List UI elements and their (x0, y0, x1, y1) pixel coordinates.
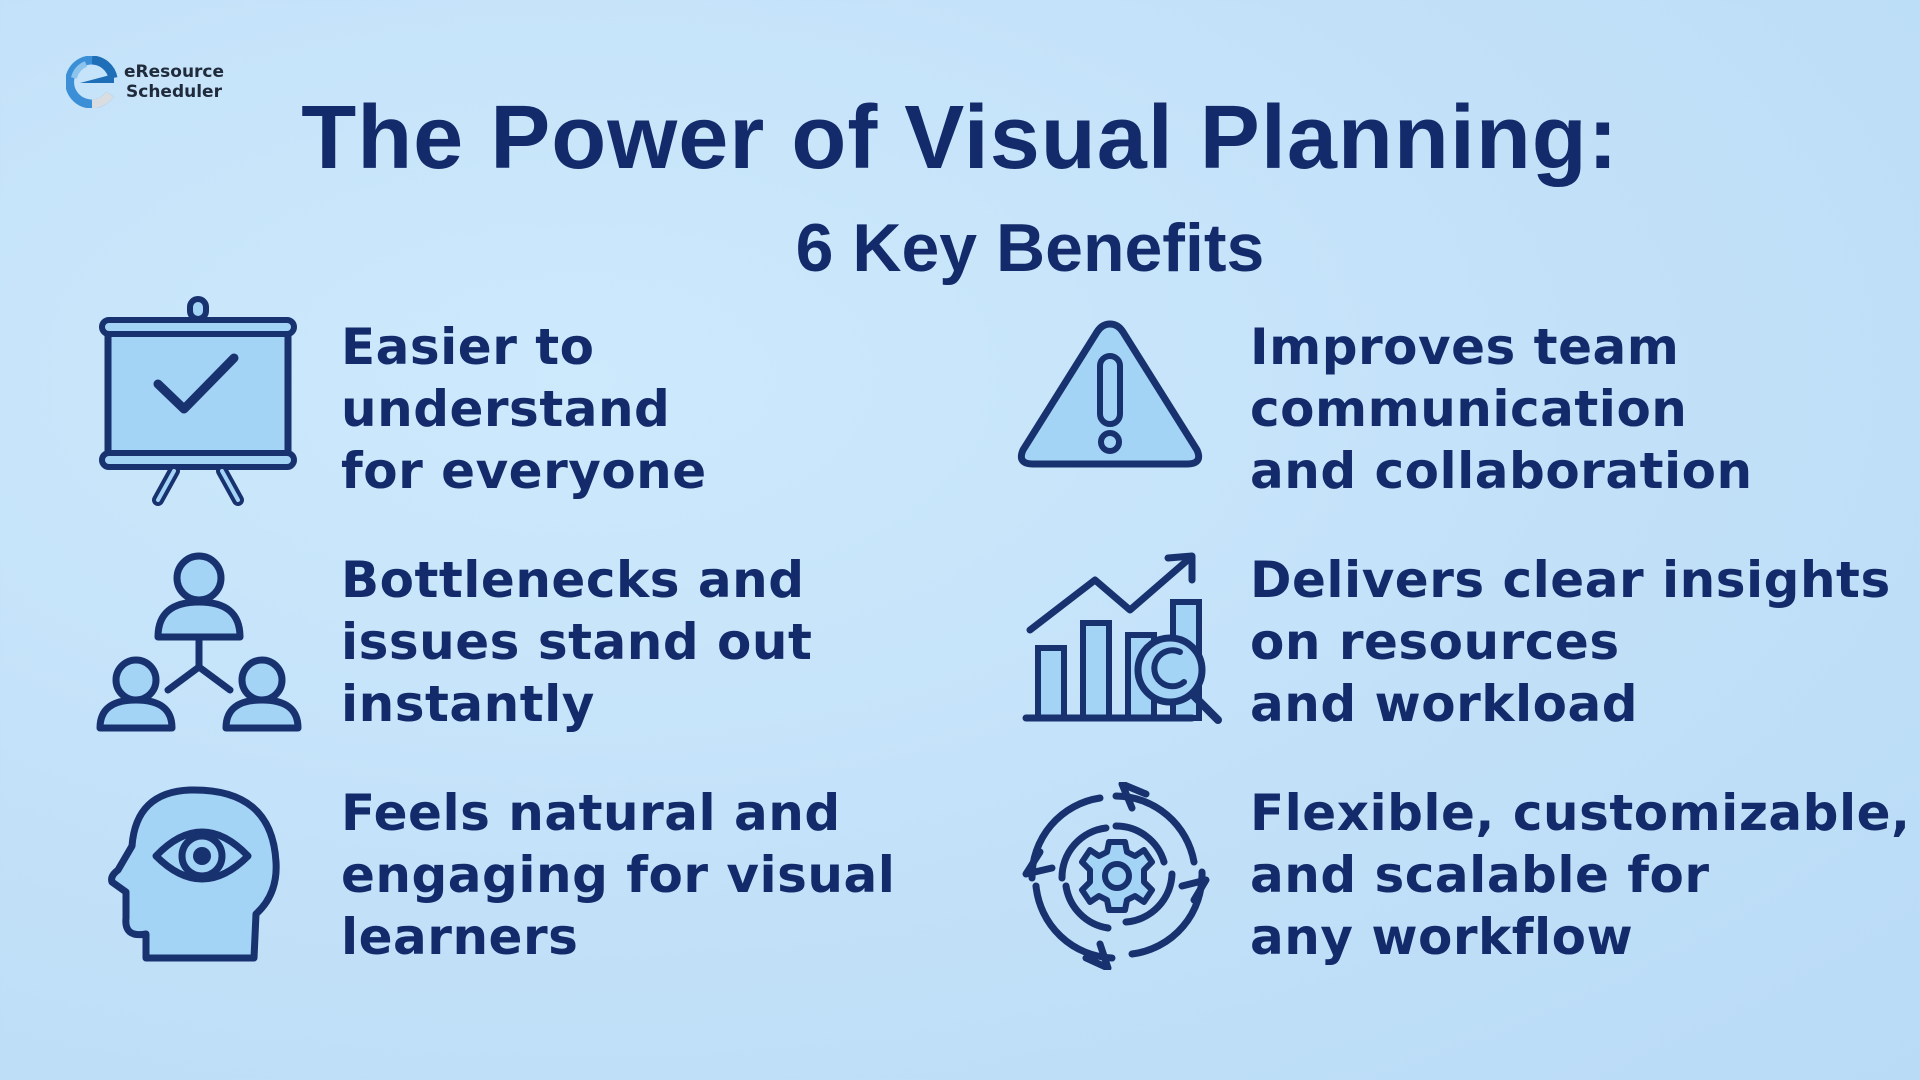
page-subtitle: 6 Key Benefits (795, 210, 1265, 286)
benefit-line: any workflow (1250, 908, 1634, 966)
benefit-line: on resources (1250, 613, 1620, 671)
benefit-line: and collaboration (1250, 442, 1753, 500)
benefit-text: Easier to understand for everyone (341, 316, 707, 502)
benefit-line: and workload (1250, 675, 1639, 733)
benefit-line: understand (341, 380, 671, 438)
benefit-text: Bottlenecks and issues stand out instant… (341, 549, 812, 735)
benefit-line: Flexible, customizable, (1250, 784, 1911, 842)
benefit-line: issues stand out (341, 613, 813, 671)
brand-name-line2: Scheduler (126, 82, 222, 102)
page-title: The Power of Visual Planning: (301, 88, 1619, 188)
brand-name-line1: eResource (124, 62, 225, 82)
warning-triangle-icon (1017, 320, 1203, 468)
benefit-line: Improves team (1250, 318, 1680, 376)
benefit-line: and scalable for (1250, 846, 1710, 904)
cycle-gear-icon (1022, 782, 1210, 970)
benefit-line: Bottlenecks and (341, 551, 805, 609)
benefit-line: engaging for visual (341, 846, 896, 904)
benefit-text: Improves team communication and collabor… (1250, 316, 1753, 502)
chart-insights-magnifier-icon (1022, 552, 1222, 724)
benefit-line: communication (1250, 380, 1688, 438)
eresource-logo-icon (66, 56, 118, 108)
benefit-line: learners (341, 908, 579, 966)
presentation-board-check-icon (99, 296, 297, 506)
benefit-line: instantly (341, 675, 595, 733)
brand-name: eResource Scheduler (124, 62, 224, 102)
benefit-line: Delivers clear insights (1250, 551, 1891, 609)
benefit-text: Feels natural and engaging for visual le… (341, 782, 895, 968)
benefit-line: Easier to (341, 318, 595, 376)
team-hierarchy-icon (96, 552, 302, 732)
brand-logo: eResource Scheduler (66, 56, 224, 108)
benefit-text: Delivers clear insights on resources and… (1250, 549, 1891, 735)
benefit-line: for everyone (341, 442, 707, 500)
benefit-line: Feels natural and (341, 784, 841, 842)
head-eye-icon (108, 786, 280, 962)
benefit-text: Flexible, customizable, and scalable for… (1250, 782, 1911, 968)
